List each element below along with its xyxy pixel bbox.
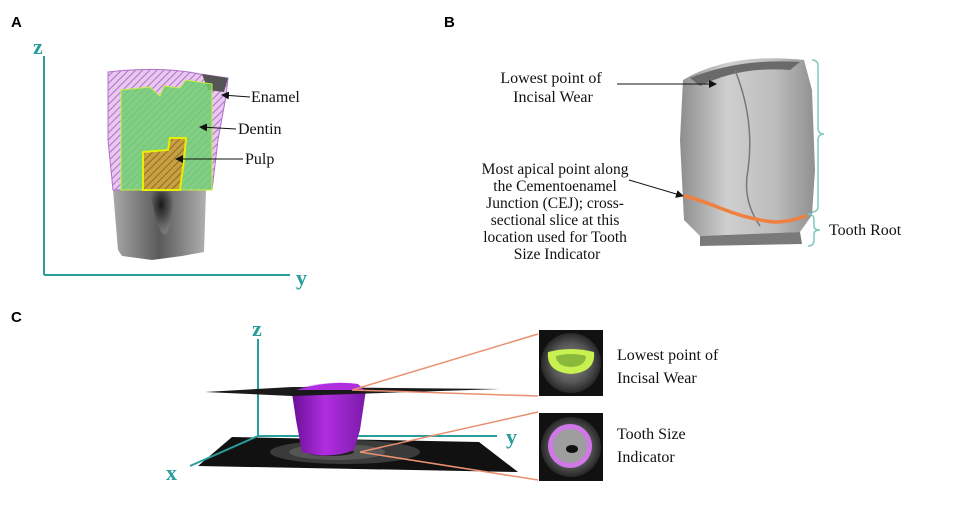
panel-b-incisal-wear-label: Lowest point of Incisal Wear [500, 70, 605, 106]
top-slice-plane [205, 387, 500, 396]
panel-c-z-label: z [252, 316, 262, 341]
tooth-root-label: Tooth Root [829, 222, 902, 239]
tooth-size-slice-thumbnail [539, 413, 603, 481]
pulp-region [142, 137, 188, 191]
root-bracket [807, 213, 821, 247]
cej-line [683, 194, 807, 224]
panel-b: B Lowest point of Incisal Wear Most apic… [444, 14, 902, 263]
incisal-slice-thumbnail [539, 330, 603, 396]
cej-description: Most apical point along the Cementoename… [482, 161, 633, 263]
panel-c-incisal-wear-label: Lowest point of Incisal Wear [617, 347, 722, 387]
panel-c-letter: C [11, 309, 22, 326]
panel-c-x-axis [189, 435, 259, 467]
tooth-3d-render [680, 58, 815, 246]
tooth-size-indicator-label: Tooth Size Indicator [617, 426, 690, 466]
crown-bracket [811, 59, 825, 213]
panel-c-y-label: y [506, 424, 517, 449]
enamel-label: Enamel [251, 89, 300, 106]
incisal-pointer [351, 333, 539, 391]
panel-c-x-label: x [166, 460, 177, 485]
panel-a: A z y Enamel Dentin Pulp [11, 14, 307, 290]
panel-c: C z y x [11, 309, 722, 485]
pulp-label: Pulp [245, 151, 274, 168]
panel-a-y-label: y [296, 265, 307, 290]
panel-a-letter: A [11, 14, 22, 31]
tooth-section-image [107, 68, 229, 260]
panel-b-letter: B [444, 14, 455, 31]
size-pointer [359, 411, 539, 453]
panel-a-z-label: z [33, 34, 43, 59]
dentin-label: Dentin [238, 121, 282, 138]
